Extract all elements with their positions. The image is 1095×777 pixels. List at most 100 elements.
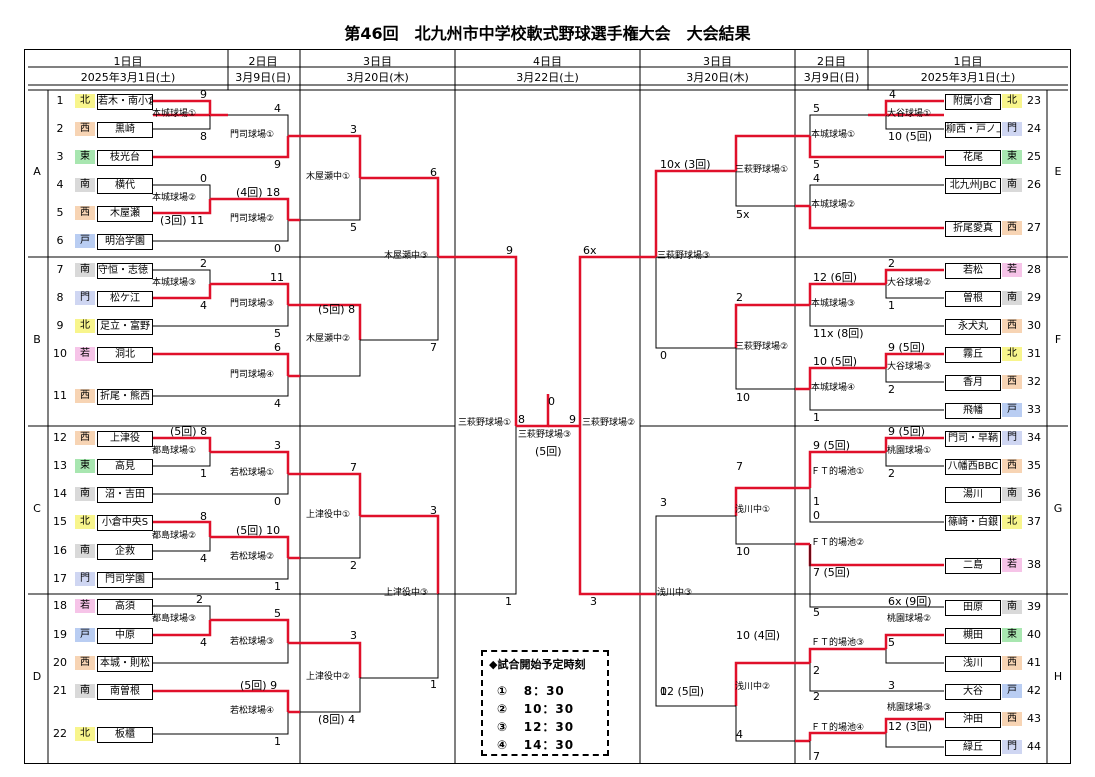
score-label: 11x (8回) — [813, 327, 864, 340]
bracket-line — [300, 678, 361, 713]
score-label: 0 — [548, 395, 555, 408]
venue-label: 桃園球場② — [887, 614, 932, 624]
venue-label: 門司球場④ — [230, 370, 275, 380]
venue-label: 若松球場④ — [230, 706, 275, 716]
bracket-line — [360, 594, 439, 679]
bracket-line — [228, 114, 289, 136]
score-label: (8回) 4 — [318, 713, 356, 726]
team-region-badge: 北 — [1002, 347, 1022, 361]
bracket-line — [300, 178, 361, 221]
bracket-line — [809, 544, 944, 608]
team-region-badge: 門 — [75, 291, 95, 305]
venue-label: 本城球場② — [152, 193, 197, 203]
bracket-line — [152, 305, 289, 327]
team-number: 19 — [53, 628, 67, 641]
score-label: 1 — [274, 580, 281, 593]
team-name: 花尾 — [945, 150, 1001, 166]
block-label-e: E — [1054, 165, 1062, 178]
team-number: 15 — [53, 515, 67, 528]
venue-label: 木屋瀬中① — [306, 172, 351, 182]
venue-label: 都島球場② — [152, 531, 197, 541]
block-label-c: C — [33, 502, 41, 515]
bracket-line — [300, 641, 362, 678]
bracket-line — [152, 620, 212, 637]
team-name: 松ケ江 — [97, 291, 153, 307]
team-number: 10 — [53, 347, 67, 360]
score-label: 3 — [590, 595, 597, 608]
bracket-line — [735, 706, 795, 742]
score-label: 4 — [889, 88, 896, 101]
score-label: 9 — [506, 244, 513, 257]
team-name: 柳西・戸ノ上 — [945, 122, 1001, 138]
bracket-line — [885, 452, 944, 467]
venue-label: ＦＴ的場池② — [811, 538, 865, 548]
start-time-row: ④ 14：30 — [497, 736, 574, 753]
team-number: 13 — [53, 459, 67, 472]
team-number: 3 — [56, 150, 64, 163]
team-name: 湯川 — [945, 487, 1001, 503]
venue-label: 大谷球場② — [887, 278, 932, 288]
score-label: 5 — [350, 221, 357, 234]
venue-label: 本城球場③ — [811, 299, 856, 309]
header-day3-right: 3日目 — [703, 55, 732, 68]
bracket-line — [152, 136, 290, 159]
venue-label: 門司球場② — [230, 214, 275, 224]
team-name: 折尾愛真 — [945, 221, 1001, 237]
bracket-line — [360, 257, 439, 341]
score-label: 0 — [274, 242, 281, 255]
team-number: 41 — [1027, 656, 1041, 669]
score-label: 8 — [518, 413, 525, 426]
team-name: 足立・富野 — [97, 319, 153, 335]
bracket-line — [152, 474, 289, 495]
team-name: 南曽根 — [97, 684, 153, 700]
team-name: 曽根 — [945, 291, 1001, 307]
score-label: 3 — [660, 496, 667, 509]
team-region-badge: 北 — [1002, 515, 1022, 529]
team-name: 木屋瀬 — [97, 206, 153, 222]
venue-label: 三萩野球場① — [735, 165, 789, 175]
score-label: 1 — [430, 678, 437, 691]
venue-label: 大谷球場③ — [887, 362, 932, 372]
venue-label: 若松球場② — [230, 552, 275, 562]
team-name: 二島 — [945, 558, 1001, 574]
bracket-line — [735, 171, 795, 207]
team-region-badge: 戸 — [1002, 684, 1022, 698]
bracket-line — [808, 647, 868, 663]
team-region-badge: 北 — [75, 94, 95, 108]
team-region-badge: 若 — [75, 599, 95, 613]
score-label: 12 (6回) — [813, 271, 858, 284]
team-number: 33 — [1027, 403, 1041, 416]
score-label: 2 — [888, 467, 895, 480]
score-label: 5 — [813, 606, 820, 619]
start-times-heading: ◆試合開始予定時刻 — [489, 658, 586, 671]
venue-label: ＦＴ的場池① — [811, 467, 865, 477]
header-day1-right: 1日目 — [953, 55, 983, 68]
score-label: 5 — [274, 607, 281, 620]
score-label: 1 — [200, 467, 207, 480]
team-region-badge: 南 — [75, 487, 95, 501]
header-day2-right: 2日目 — [817, 55, 846, 68]
bracket-line — [885, 733, 944, 748]
venue-label: 若松球場③ — [230, 637, 275, 647]
bracket-line — [152, 436, 212, 452]
venue-label: 桃園球場① — [887, 446, 932, 456]
bracket-line — [152, 352, 290, 376]
team-name: 本城・則松 — [97, 656, 153, 672]
team-region-badge: 若 — [1002, 558, 1022, 572]
team-region-badge: 南 — [1002, 178, 1022, 192]
team-name: 沼・吉田 — [97, 487, 153, 503]
header-date2-left: 3月9日(日) — [235, 71, 291, 84]
team-number: 38 — [1027, 558, 1041, 571]
team-region-badge: 東 — [75, 150, 95, 164]
bracket-line — [809, 305, 944, 327]
venue-label: 三萩野球場② — [582, 418, 636, 428]
venue-label: 上津役中③ — [384, 588, 429, 598]
team-name: 永犬丸 — [945, 319, 1001, 335]
team-region-badge: 北 — [1002, 94, 1022, 108]
team-region-badge: 南 — [1002, 600, 1022, 614]
venue-label: 三萩野球場③ — [657, 251, 711, 261]
team-region-badge: 西 — [75, 389, 95, 403]
team-number: 36 — [1027, 487, 1041, 500]
bracket-line — [152, 605, 211, 620]
team-name: 田原 — [945, 600, 1001, 616]
